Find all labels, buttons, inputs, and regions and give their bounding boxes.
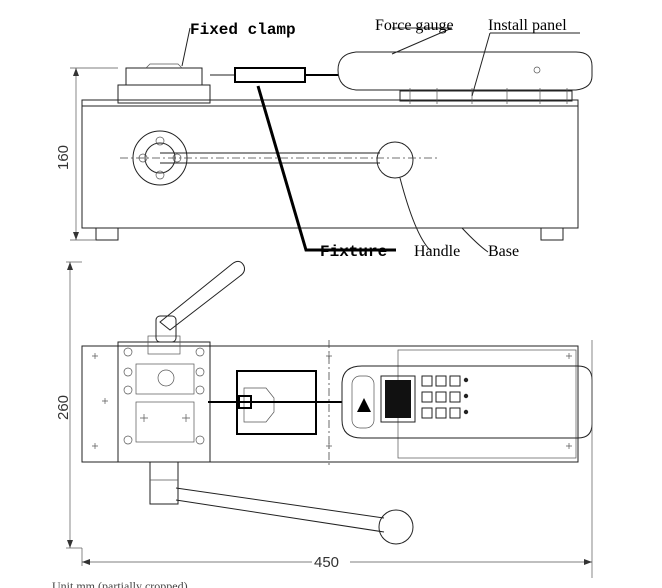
gauge-logo-triangle <box>357 398 371 412</box>
fixture-box-side <box>234 67 306 83</box>
gauge-display <box>380 375 416 423</box>
gauge-indicator <box>533 66 541 74</box>
gauge-keypad <box>421 375 461 419</box>
label-base: Base <box>488 243 519 260</box>
label-install-panel: Install panel <box>488 17 567 34</box>
leader-fixture <box>256 85 396 252</box>
label-fixture: Fixture <box>320 243 387 261</box>
leader-fixed-clamp <box>181 27 191 67</box>
plan-long-handle <box>175 487 385 533</box>
base-top-plate <box>81 99 579 107</box>
handle-knob <box>376 141 414 179</box>
gauge-screen <box>385 380 411 418</box>
plan-lever-top <box>159 260 245 331</box>
label-fixed-clamp: Fixed clamp <box>190 21 296 39</box>
plan-base <box>81 345 579 463</box>
side-view: 160 <box>55 27 593 253</box>
plan-lever-socket <box>155 315 177 343</box>
fixed-clamp-cap <box>145 63 183 69</box>
height-dimension: 160 <box>55 145 72 170</box>
depth-dimension: 260 <box>55 395 72 420</box>
length-dimension: 450 <box>314 554 339 571</box>
install-panel <box>399 90 573 102</box>
leader-install-panel <box>471 32 491 97</box>
leader-handle <box>399 177 431 251</box>
force-gauge-body <box>337 51 593 91</box>
fixture-inner-shape <box>243 387 275 423</box>
base-foot-right <box>540 227 564 241</box>
plan-handle-knob <box>378 509 414 545</box>
leader-base <box>461 227 489 253</box>
plan-clamp-stem <box>149 461 179 505</box>
fixed-clamp-top <box>125 67 203 86</box>
base-foot-left <box>95 227 119 241</box>
base-body <box>81 105 579 229</box>
label-force-gauge: Force gauge <box>375 17 454 34</box>
plan-view: 260 450 <box>55 260 593 578</box>
force-gauge-plan <box>341 365 593 439</box>
leader-force-gauge <box>391 27 453 55</box>
footer-fragment: Unit mm (partially cropped) <box>52 579 188 588</box>
label-handle: Handle <box>414 243 460 260</box>
